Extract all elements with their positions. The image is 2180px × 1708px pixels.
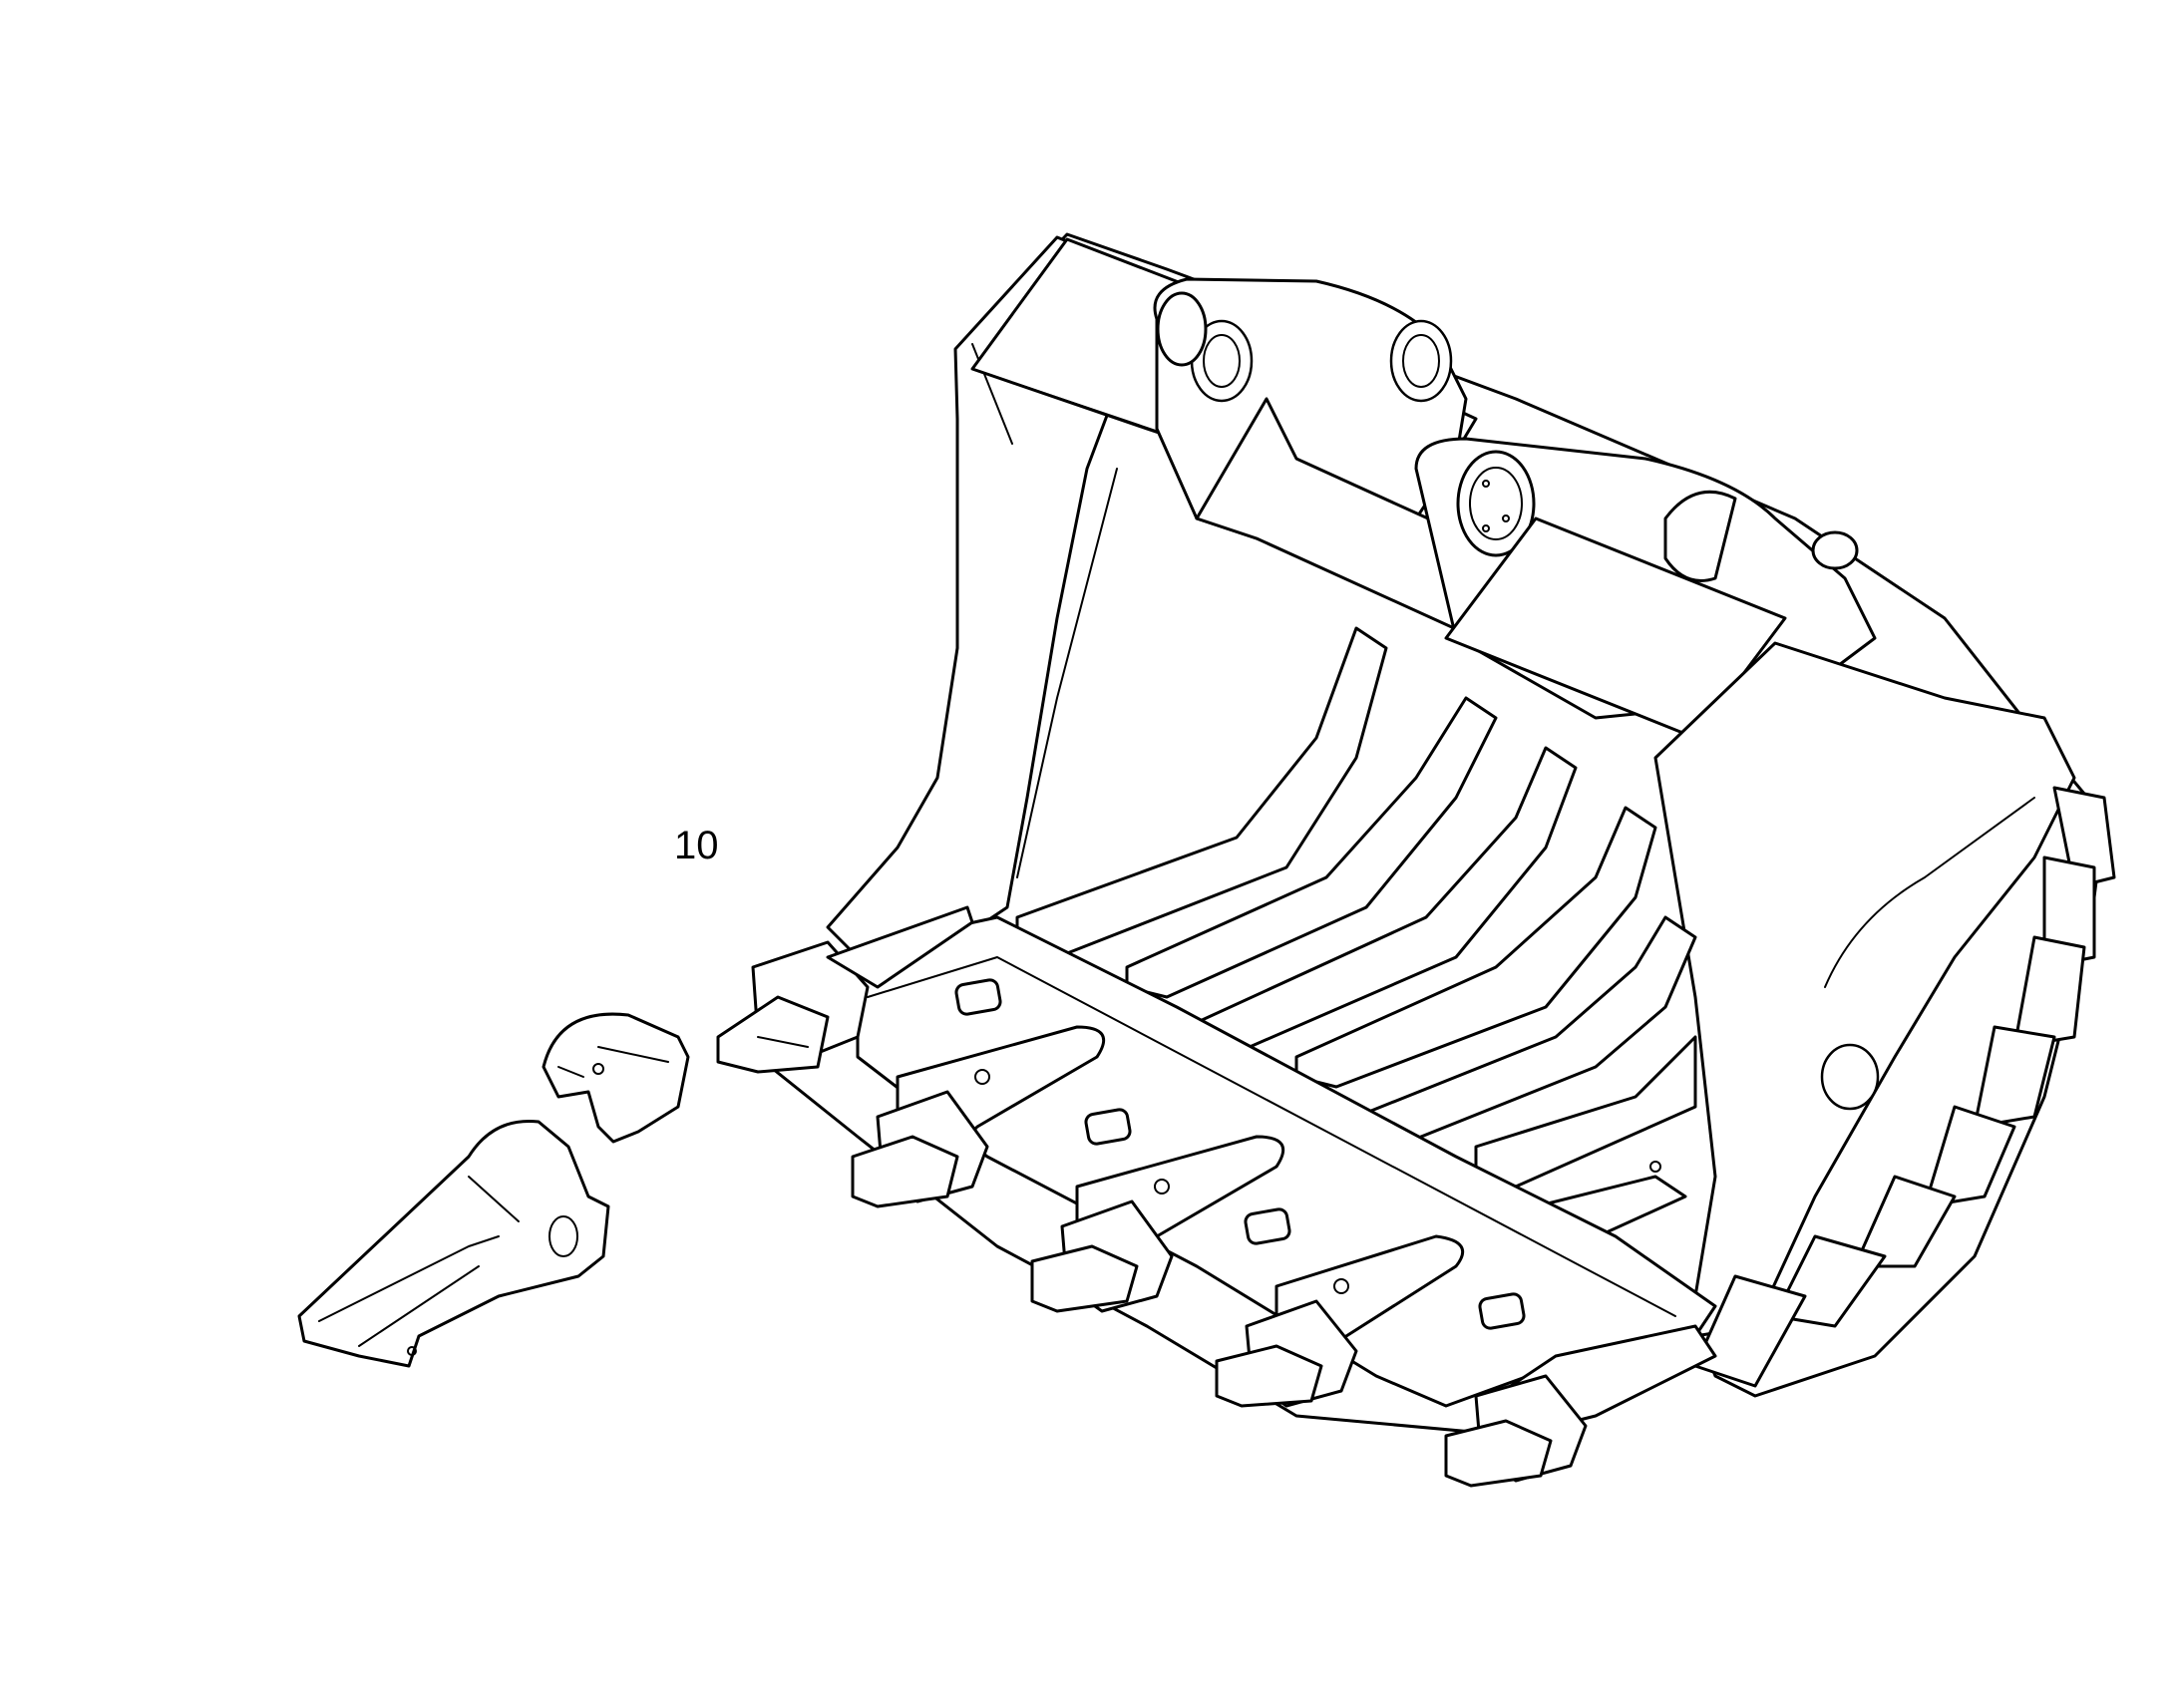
- mounted-teeth: [716, 905, 1717, 1488]
- edge-slots: [954, 978, 1526, 1330]
- pivot-boss-left: [1153, 277, 1468, 540]
- right-side-plate: [1653, 641, 2076, 1338]
- callout-label-10: 10: [674, 824, 719, 867]
- tooth-assembly-3: [1030, 1135, 1285, 1313]
- tooth-assembly-2: [851, 1025, 1106, 1208]
- side-cutter: [542, 1012, 690, 1144]
- bucket-body: [756, 232, 2116, 1438]
- tooth-assembly-5: [1444, 1324, 1717, 1488]
- tooth-tip: [297, 1119, 610, 1368]
- tooth-assembly-4: [1215, 1234, 1465, 1408]
- tooth-assembly-1: [716, 905, 974, 1074]
- heel-wear-blocks: [1693, 786, 2116, 1388]
